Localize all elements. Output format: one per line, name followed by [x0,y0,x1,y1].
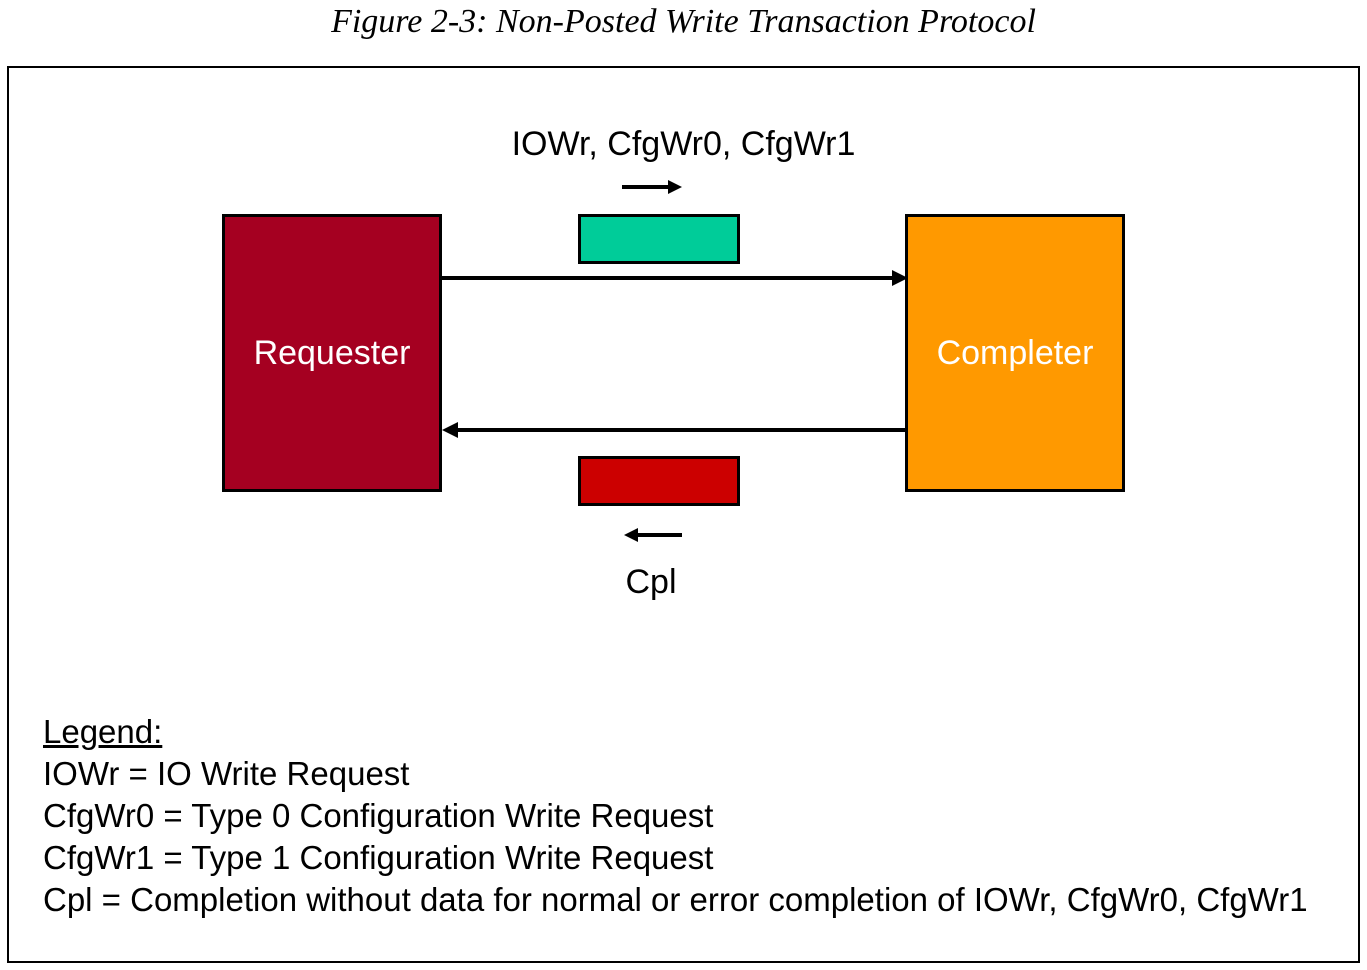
completion-label-text: Cpl [625,563,677,601]
diagram-frame [7,66,1360,963]
legend-title: Legend: [43,713,163,750]
completer-box: Completer [905,214,1125,492]
requester-label: Requester [253,333,411,372]
legend: Legend: IOWr = IO Write Request CfgWr0 =… [43,711,1308,921]
completion-label: Cpl [0,562,1302,602]
legend-item-cpl: Cpl = Completion without data for normal… [43,881,1308,918]
request-label: IOWr, CfgWr0, CfgWr1 [0,124,1367,164]
request-packet [578,214,740,264]
request-flow-arrow [442,270,908,286]
request-direction-arrow [622,180,682,194]
legend-item-iowr: IOWr = IO Write Request [43,755,410,792]
completion-packet [578,456,740,506]
completer-label: Completer [936,333,1094,372]
completion-flow-arrow [442,422,906,438]
completion-direction-arrow [624,528,682,542]
figure-caption: Figure 2-3: Non-Posted Write Transaction… [331,3,1036,40]
legend-item-cfgwr0: CfgWr0 = Type 0 Configuration Write Requ… [43,797,714,834]
requester-box: Requester [222,214,442,492]
legend-item-cfgwr1: CfgWr1 = Type 1 Configuration Write Requ… [43,839,714,876]
request-label-text: IOWr, CfgWr0, CfgWr1 [511,125,856,163]
